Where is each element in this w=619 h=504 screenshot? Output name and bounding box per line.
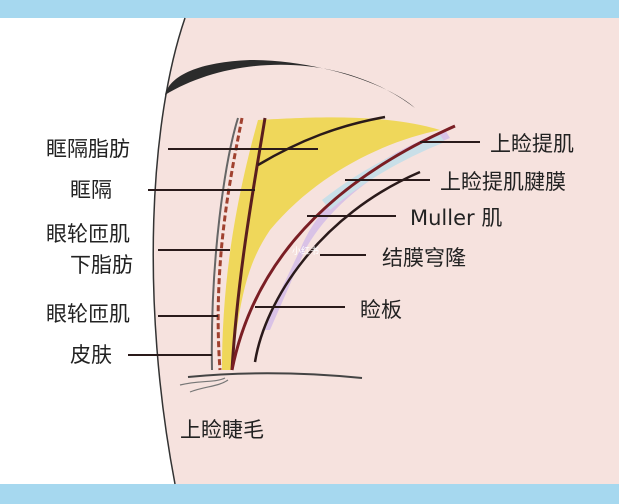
face-outline: [152, 17, 186, 485]
label-sub-fat: 下脂肪: [70, 253, 133, 277]
label-orbital-fat: 眶隔脂肪: [46, 137, 130, 161]
skin-line: [210, 117, 239, 371]
label-orbital-septum: 眶隔: [70, 178, 112, 202]
label-eyelashes: 上睑睫毛: [180, 418, 264, 442]
watermark: 小红书: [292, 247, 320, 257]
label-orbicularis-2: 眼轮匝肌: [46, 302, 130, 326]
septum-upper: [257, 115, 386, 167]
orbicularis-muscle: [216, 117, 244, 371]
label-muller: Muller 肌: [410, 206, 503, 230]
eyelashes: [179, 377, 229, 393]
levator-line: [230, 124, 456, 371]
label-fornix: 结膜穹隆: [382, 246, 466, 270]
label-levator-aponeurosis: 上睑提肌腱膜: [440, 170, 566, 194]
muller-hatch: [322, 135, 445, 210]
conjunctiva-line: [253, 170, 421, 363]
leader-lines: [128, 141, 480, 356]
label-skin: 皮肤: [70, 343, 112, 367]
eyelid-margin: [187, 372, 363, 379]
label-tarsus: 睑板: [360, 298, 402, 322]
label-levator: 上睑提肌: [490, 132, 574, 156]
label-orbicularis-1: 眼轮匝肌: [46, 222, 130, 246]
orbital-fat: [222, 117, 440, 370]
orbital-septum: [230, 117, 267, 371]
